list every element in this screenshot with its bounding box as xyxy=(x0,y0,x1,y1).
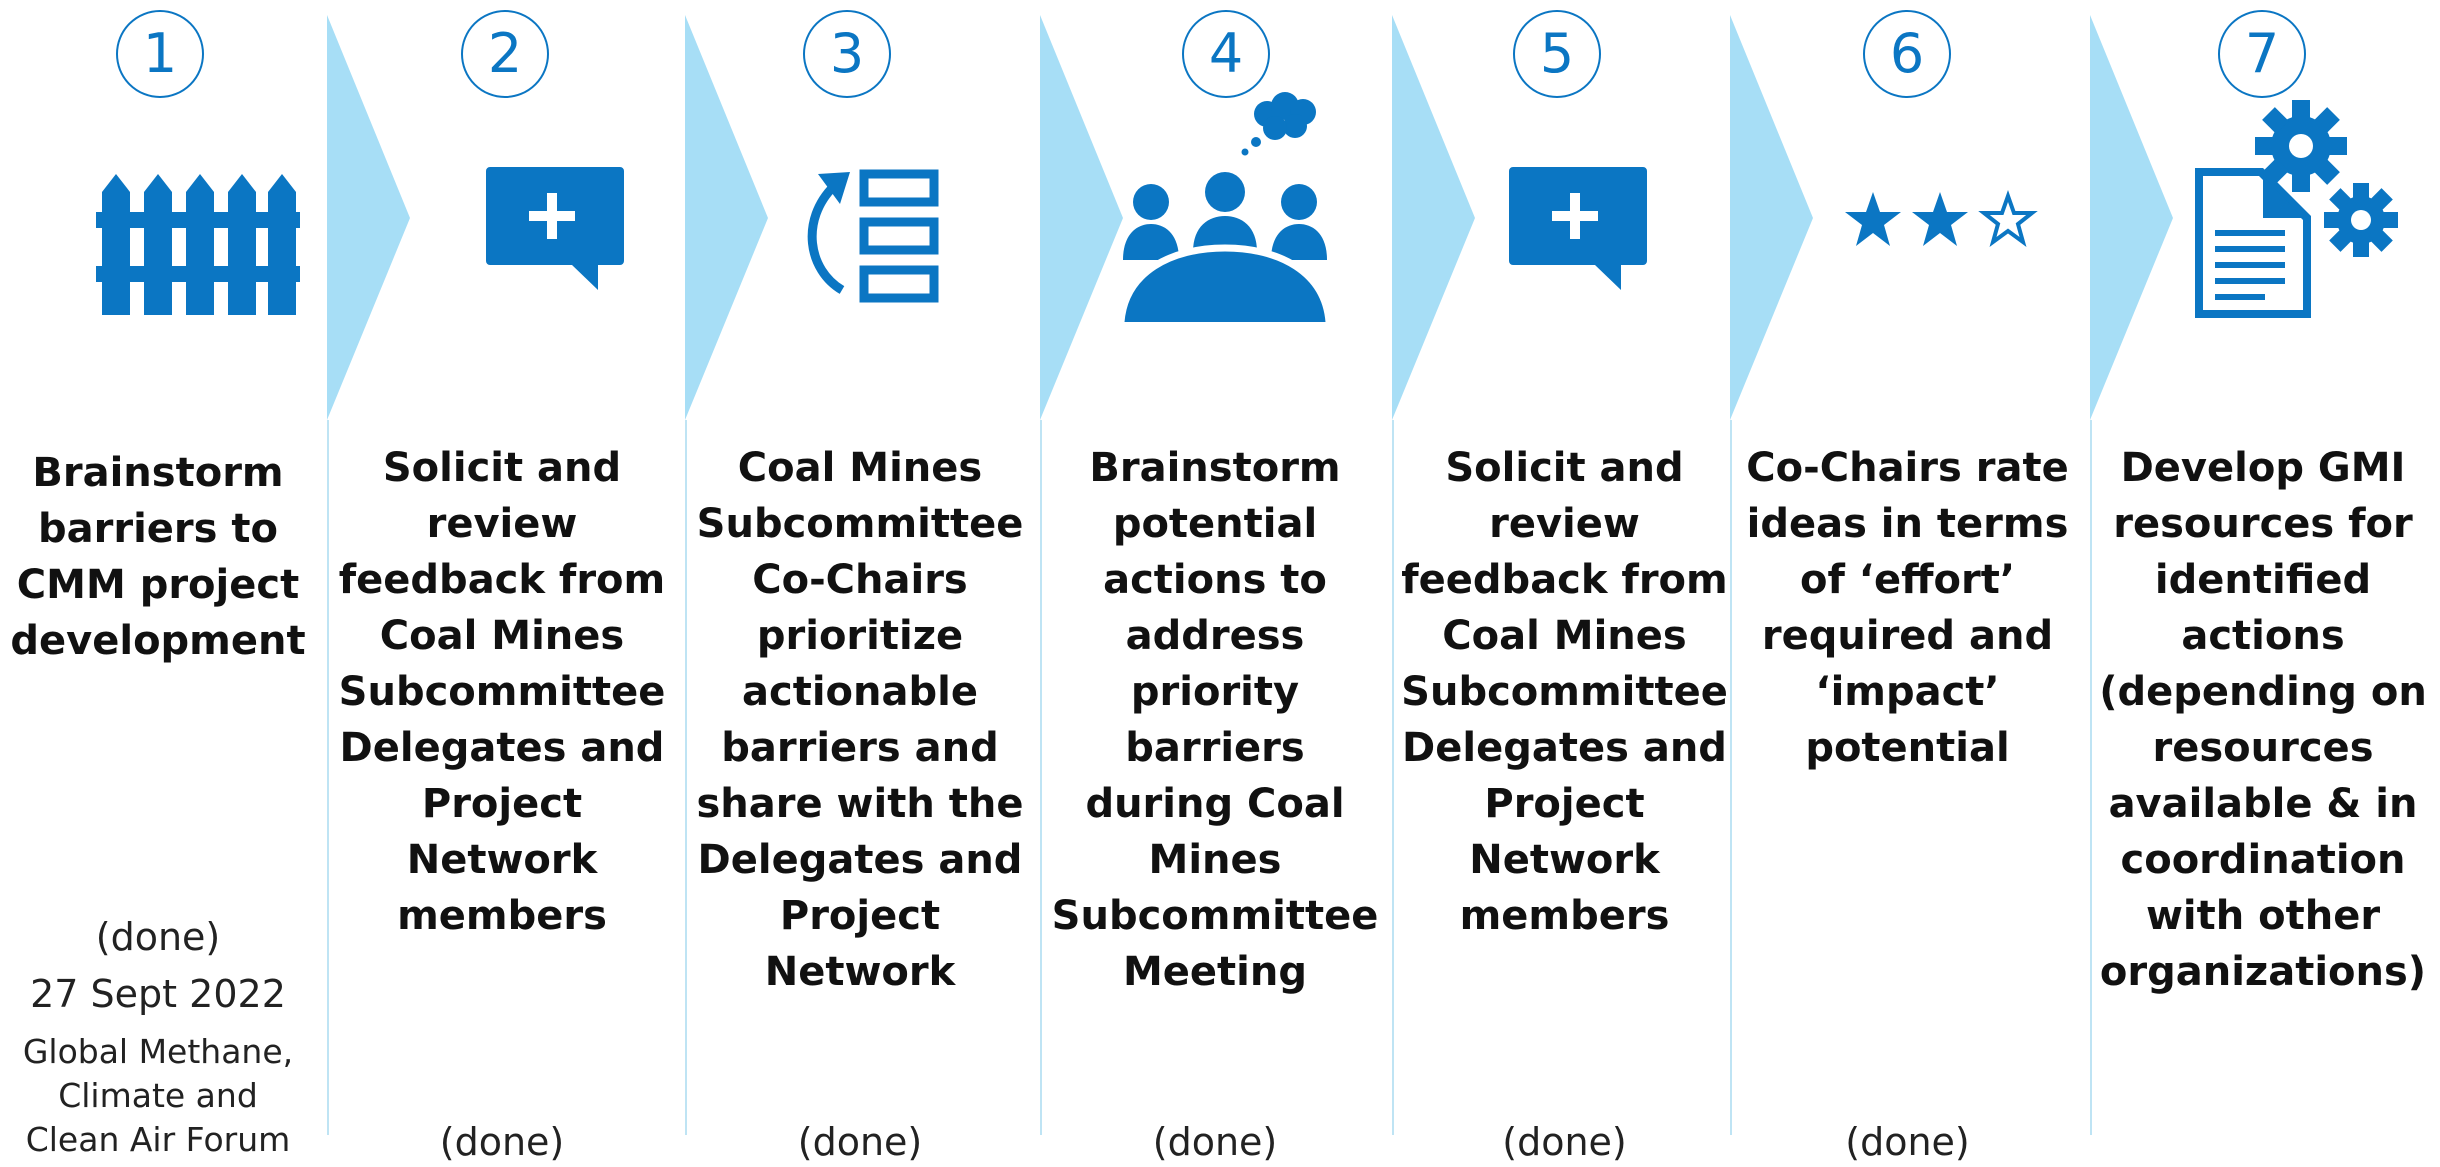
chevron-arrow-2 xyxy=(685,15,768,420)
chevron-arrow-1 xyxy=(327,15,410,420)
chevron-arrow-6 xyxy=(2090,15,2173,420)
step-title-7: Develop GMI resources for identified act… xyxy=(2099,445,2427,995)
step-5: 5 Solicit and review feedback from Coal … xyxy=(1397,0,1732,1167)
chevron-arrow-4 xyxy=(1392,15,1475,420)
fence-icon xyxy=(96,170,300,315)
step-number-2: 2 xyxy=(461,10,549,98)
star-rating-icon xyxy=(1843,190,2043,252)
step-status-4: (done) xyxy=(1152,1120,1278,1164)
step-1: 1 Brainstorm barriers to CMM project dev… xyxy=(0,0,320,1167)
step-number-4: 4 xyxy=(1182,10,1270,98)
step-title-1: Brainstorm barriers to CMM project devel… xyxy=(10,450,306,664)
step-status-1: (done) xyxy=(95,915,221,959)
step-6: 6 Co-Chairs rate ideas in terms of ‘effo… xyxy=(1735,0,2085,1167)
step-7: 7 xyxy=(2093,0,2440,1167)
step-title-6: Co-Chairs rate ideas in terms of ‘effort… xyxy=(1746,445,2069,771)
step-2: 2 Solicit and review feedback from Coal … xyxy=(330,0,680,1167)
document-gears-icon xyxy=(2193,100,2408,320)
step-status-5: (done) xyxy=(1502,1120,1627,1164)
step-title-3: Coal Mines Subcommittee Co-Chairs priori… xyxy=(696,445,1024,995)
step-title-4: Brainstorm potential actions to address … xyxy=(1051,445,1379,995)
chevron-arrow-5 xyxy=(1730,15,1813,420)
meeting-brainstorm-icon xyxy=(1119,92,1334,324)
step-status-2: (done) xyxy=(439,1120,565,1164)
step-number-6: 6 xyxy=(1863,10,1951,98)
step-status-3: (done) xyxy=(797,1120,923,1164)
chevron-arrow-3 xyxy=(1040,15,1123,420)
step-number-1: 1 xyxy=(116,10,204,98)
step-date-1: 27 Sept 2022 xyxy=(30,972,286,1016)
step-event-1: Global Methane, Climate and Clean Air Fo… xyxy=(22,1032,294,1159)
step-3: 3 Coal Mines Subcommittee Co-Chairs prio… xyxy=(688,0,1038,1167)
step-number-5: 5 xyxy=(1513,10,1601,98)
step-number-3: 3 xyxy=(803,10,891,98)
step-title-2: Solicit and review feedback from Coal Mi… xyxy=(338,445,666,939)
step-4: 4 xyxy=(1045,0,1390,1167)
step-number-7: 7 xyxy=(2218,10,2306,98)
step-title-5: Solicit and review feedback from Coal Mi… xyxy=(1401,445,1728,939)
step-status-6: (done) xyxy=(1845,1120,1970,1164)
comment-plus-icon xyxy=(486,165,626,295)
comment-plus-icon xyxy=(1509,165,1649,295)
reorder-list-icon xyxy=(798,160,943,305)
